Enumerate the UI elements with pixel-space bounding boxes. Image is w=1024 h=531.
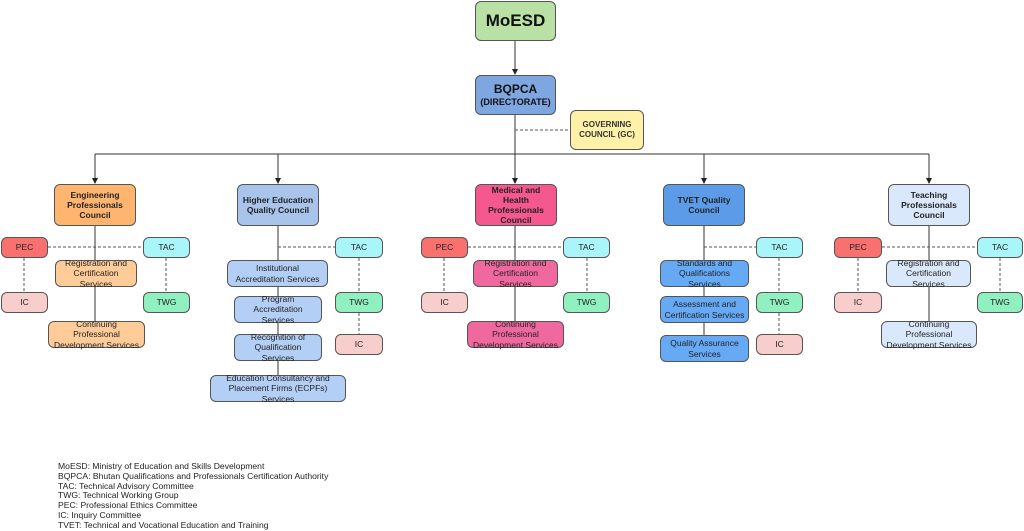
bqpca-title: BQPCA (493, 82, 538, 97)
higher-ed-service-institutional[interactable]: Institutional Accreditation Services (227, 260, 328, 287)
tvet-service-standards[interactable]: Standards and Qualifications Services (660, 258, 749, 289)
medical-council-node[interactable]: Medical and Health Professionals Council (475, 184, 557, 226)
teaching-service-cpd[interactable]: Continuing Professional Development Serv… (881, 319, 977, 350)
legend-item: TVET: Technical and Vocational Education… (58, 519, 269, 530)
tvet-council-node[interactable]: TVET Quality Council (663, 184, 745, 226)
legend-item: TAC: Technical Advisory Committee (58, 480, 194, 491)
tvet-service-assessment[interactable]: Assessment and Certification Services (660, 296, 749, 323)
engineering-ic-node[interactable]: IC (1, 292, 48, 313)
engineering-service-registration[interactable]: Registration and Certification Services (55, 258, 137, 289)
legend-item: PEC: Professional Ethics Committee (58, 500, 198, 511)
engineering-tac-node[interactable]: TAC (143, 237, 190, 258)
bqpca-subtitle: (DIRECTORATE) (480, 96, 551, 107)
tvet-tac-node[interactable]: TAC (756, 237, 803, 258)
medical-service-cpd[interactable]: Continuing Professional Development Serv… (467, 319, 564, 350)
teaching-tac-node[interactable]: TAC (977, 237, 1023, 258)
higher-ed-tac-node[interactable]: TAC (335, 237, 383, 258)
engineering-pec-node[interactable]: PEC (1, 237, 48, 258)
tvet-twg-node[interactable]: TWG (756, 292, 803, 313)
higher-ed-service-program[interactable]: Program Accreditation Services (234, 294, 322, 325)
tvet-service-quality[interactable]: Quality Assurance Services (660, 335, 749, 362)
medical-twg-node[interactable]: TWG (563, 292, 610, 313)
teaching-ic-node[interactable]: IC (834, 292, 882, 313)
teaching-twg-node[interactable]: TWG (977, 292, 1023, 313)
higher-ed-service-ecpf[interactable]: Education Consultancy and Placement Firm… (210, 373, 346, 404)
moesd-node[interactable]: MoESD (475, 1, 556, 41)
higher-ed-council-node[interactable]: Higher Education Quality Council (237, 184, 319, 226)
higher-ed-ic-node[interactable]: IC (335, 334, 383, 355)
legend: MoESD: Ministry of Education and Skills … (58, 461, 329, 531)
legend-item: TWG: Technical Working Group (58, 490, 179, 501)
legend-item: IC: Inquiry Committee (58, 509, 142, 520)
medical-service-registration[interactable]: Registration and Certification Services (473, 258, 558, 289)
medical-pec-node[interactable]: PEC (421, 237, 468, 258)
engineering-twg-node[interactable]: TWG (143, 292, 190, 313)
legend-item: MoESD: Ministry of Education and Skills … (58, 461, 265, 471)
tvet-ic-node[interactable]: IC (756, 334, 803, 355)
higher-ed-twg-node[interactable]: TWG (335, 292, 383, 313)
legend-item: BQPCA: Bhutan Qualifications and Profess… (58, 470, 329, 481)
teaching-pec-node[interactable]: PEC (834, 237, 882, 258)
engineering-service-cpd[interactable]: Continuing Professional Development Serv… (48, 319, 145, 350)
bqpca-node[interactable]: BQPCA (DIRECTORATE) (475, 75, 556, 115)
governing-council-node[interactable]: GOVERNING COUNCIL (GC) (570, 110, 644, 150)
medical-tac-node[interactable]: TAC (563, 237, 610, 258)
higher-ed-service-recognition[interactable]: Recognition of Qualification Services (234, 332, 322, 363)
teaching-service-registration[interactable]: Registration and Certification Services (886, 258, 971, 289)
teaching-council-node[interactable]: Teaching Professionals Council (888, 184, 970, 226)
engineering-council-node[interactable]: Engineering Professionals Council (54, 184, 136, 226)
medical-ic-node[interactable]: IC (421, 292, 468, 313)
